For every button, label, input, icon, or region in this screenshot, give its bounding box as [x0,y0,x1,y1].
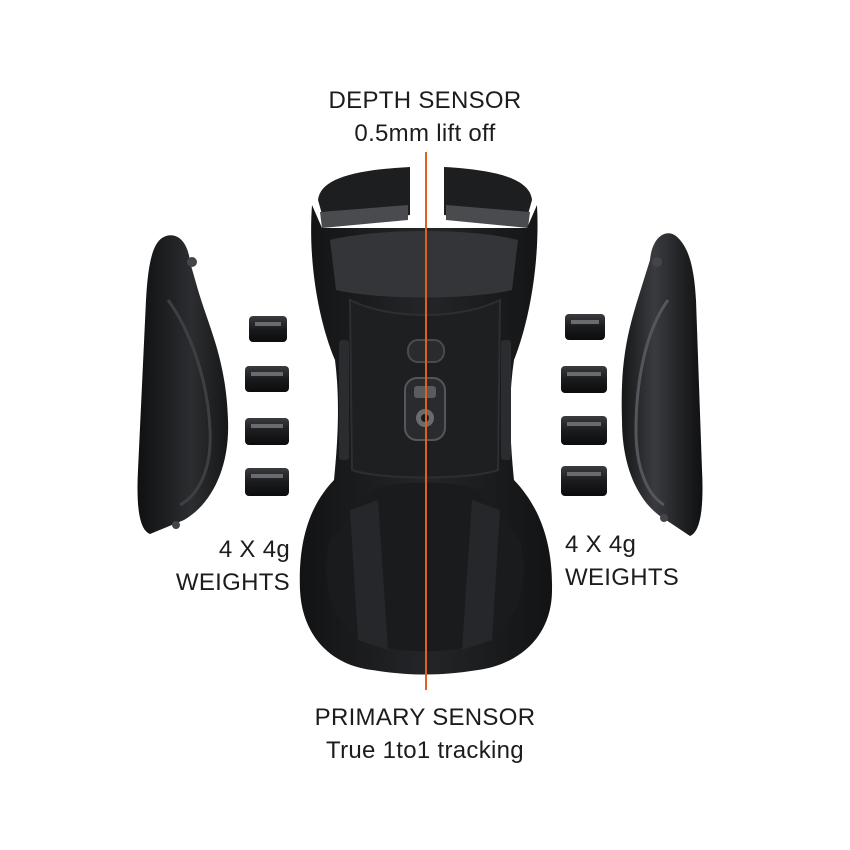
primary-sensor-label: PRIMARY SENSOR True 1to1 tracking [260,701,590,767]
weight-block-icon [561,416,607,445]
weights-left-count: 4 X 4g [218,536,290,563]
weight-block-icon [249,316,287,342]
primary-sensor-title: PRIMARY SENSOR [314,704,536,731]
weights-left-group [245,316,289,496]
weight-block-icon [245,418,289,445]
weights-left-label: 4 X 4g WEIGHTS [140,533,290,599]
depth-sensor-label: DEPTH SENSOR 0.5mm lift off [260,84,590,150]
weights-right-name: WEIGHTS [565,564,680,591]
weight-block-icon [565,314,605,340]
weights-right-count: 4 X 4g [565,531,637,558]
primary-sensor-detail: True 1to1 tracking [326,737,524,764]
weight-block-icon [245,366,289,392]
depth-sensor-title: DEPTH SENSOR [328,87,522,114]
weight-block-icon [245,468,289,496]
weight-block-icon [561,466,607,496]
weights-right-label: 4 X 4g WEIGHTS [565,528,715,594]
depth-sensor-detail: 0.5mm lift off [354,120,496,147]
weights-left-name: WEIGHTS [175,569,290,596]
side-panel-left-icon [137,235,229,534]
weights-right-group [561,314,607,496]
weight-block-icon [561,366,607,393]
side-panel-right-icon [621,233,703,536]
